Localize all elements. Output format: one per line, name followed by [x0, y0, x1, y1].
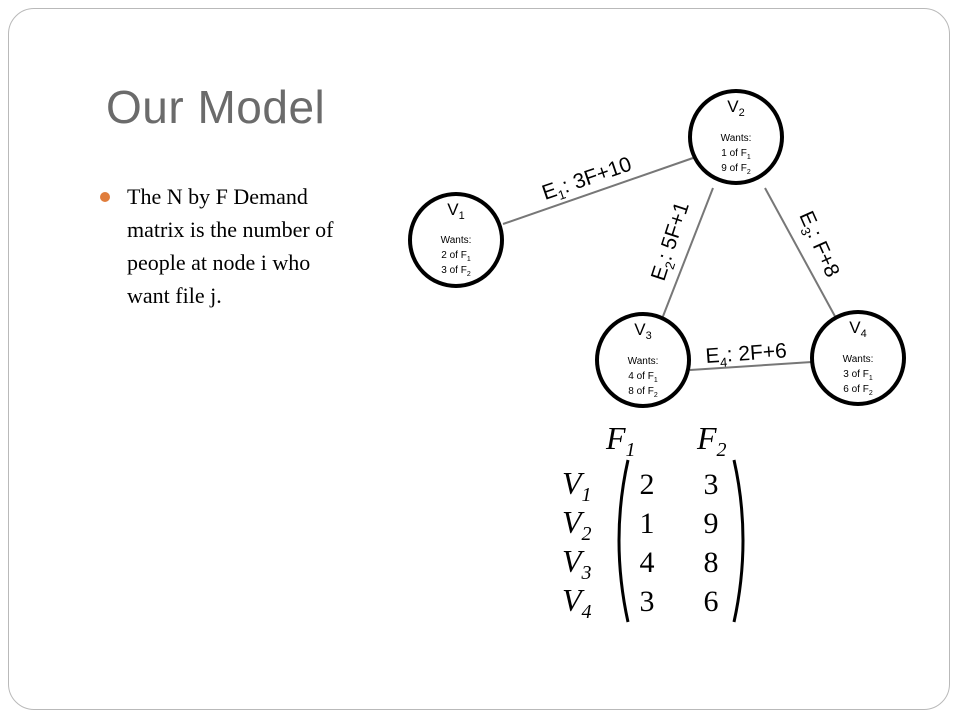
edge-line-e3 [764, 187, 838, 321]
edge-label-e4: E4: 2F+6 [705, 339, 788, 371]
node-v3: V3 Wants: 4 of F1 8 of F2 [628, 320, 659, 399]
bullet-text: The N by F Demand matrix is the number o… [127, 184, 334, 308]
matrix-cell: 6 [704, 585, 719, 618]
want-line-1: 3 of F1 [843, 369, 873, 382]
node-circle-v2 [688, 89, 784, 185]
node-name: V2 [727, 97, 744, 119]
edge-line-e2 [659, 187, 714, 325]
matrix-col-header-f2: F2 [696, 420, 727, 461]
node-name: V4 [849, 318, 866, 340]
matrix-col-header-f1: F1 [605, 420, 636, 461]
want-line-1: 4 of F1 [628, 371, 658, 384]
matrix-row-header-v4: V4 [562, 582, 592, 623]
bullet-item: The N by F Demand matrix is the number o… [100, 180, 340, 312]
matrix-row-header-v1: V1 [562, 465, 592, 506]
wants-label: Wants: [843, 354, 874, 365]
slide-title: Our Model [106, 81, 326, 133]
matrix-cell: 9 [704, 507, 719, 540]
edge-label-e1: E1: 3F+10 [539, 153, 635, 208]
wants-label: Wants: [721, 133, 752, 144]
demand-matrix: F1 F2 V1 V2 V3 V4 2 3 1 9 4 8 3 6 [562, 420, 745, 623]
node-name: V3 [634, 320, 651, 342]
matrix-cell: 3 [704, 468, 719, 501]
matrix-cell: 4 [640, 546, 655, 579]
matrix-cell: 2 [640, 468, 655, 501]
slide-frame [8, 8, 950, 710]
want-line-2: 6 of F2 [843, 384, 873, 397]
wants-label: Wants: [628, 356, 659, 367]
bullet-dot-icon [100, 192, 110, 202]
matrix-right-paren [732, 459, 745, 623]
want-line-1: 2 of F1 [441, 250, 471, 263]
node-circle-v1 [408, 192, 504, 288]
wants-label: Wants: [441, 235, 472, 246]
matrix-cell: 1 [640, 507, 655, 540]
edge-line-e4 [689, 361, 813, 371]
edge-label-e3: E3: F+8 [792, 208, 844, 282]
want-line-1: 1 of F1 [721, 148, 751, 161]
node-circle-v4 [810, 310, 906, 406]
matrix-row-header-v3: V3 [562, 543, 592, 584]
want-line-2: 8 of F2 [628, 386, 658, 399]
matrix-cell: 3 [640, 585, 655, 618]
want-line-2: 9 of F2 [721, 163, 751, 176]
node-v1: V1 Wants: 2 of F1 3 of F2 [441, 200, 472, 278]
edge-line-e1 [502, 157, 694, 225]
node-v2: V2 Wants: 1 of F1 9 of F2 [721, 97, 752, 176]
want-line-2: 3 of F2 [441, 265, 471, 278]
matrix-left-paren [617, 459, 630, 623]
matrix-row-header-v2: V2 [562, 504, 592, 545]
node-circle-v3 [595, 312, 691, 408]
node-name: V1 [447, 200, 464, 222]
node-v4: V4 Wants: 3 of F1 6 of F2 [843, 318, 874, 397]
matrix-cell: 8 [704, 546, 719, 579]
edge-label-e2: E2: 5F+1 [647, 199, 697, 284]
